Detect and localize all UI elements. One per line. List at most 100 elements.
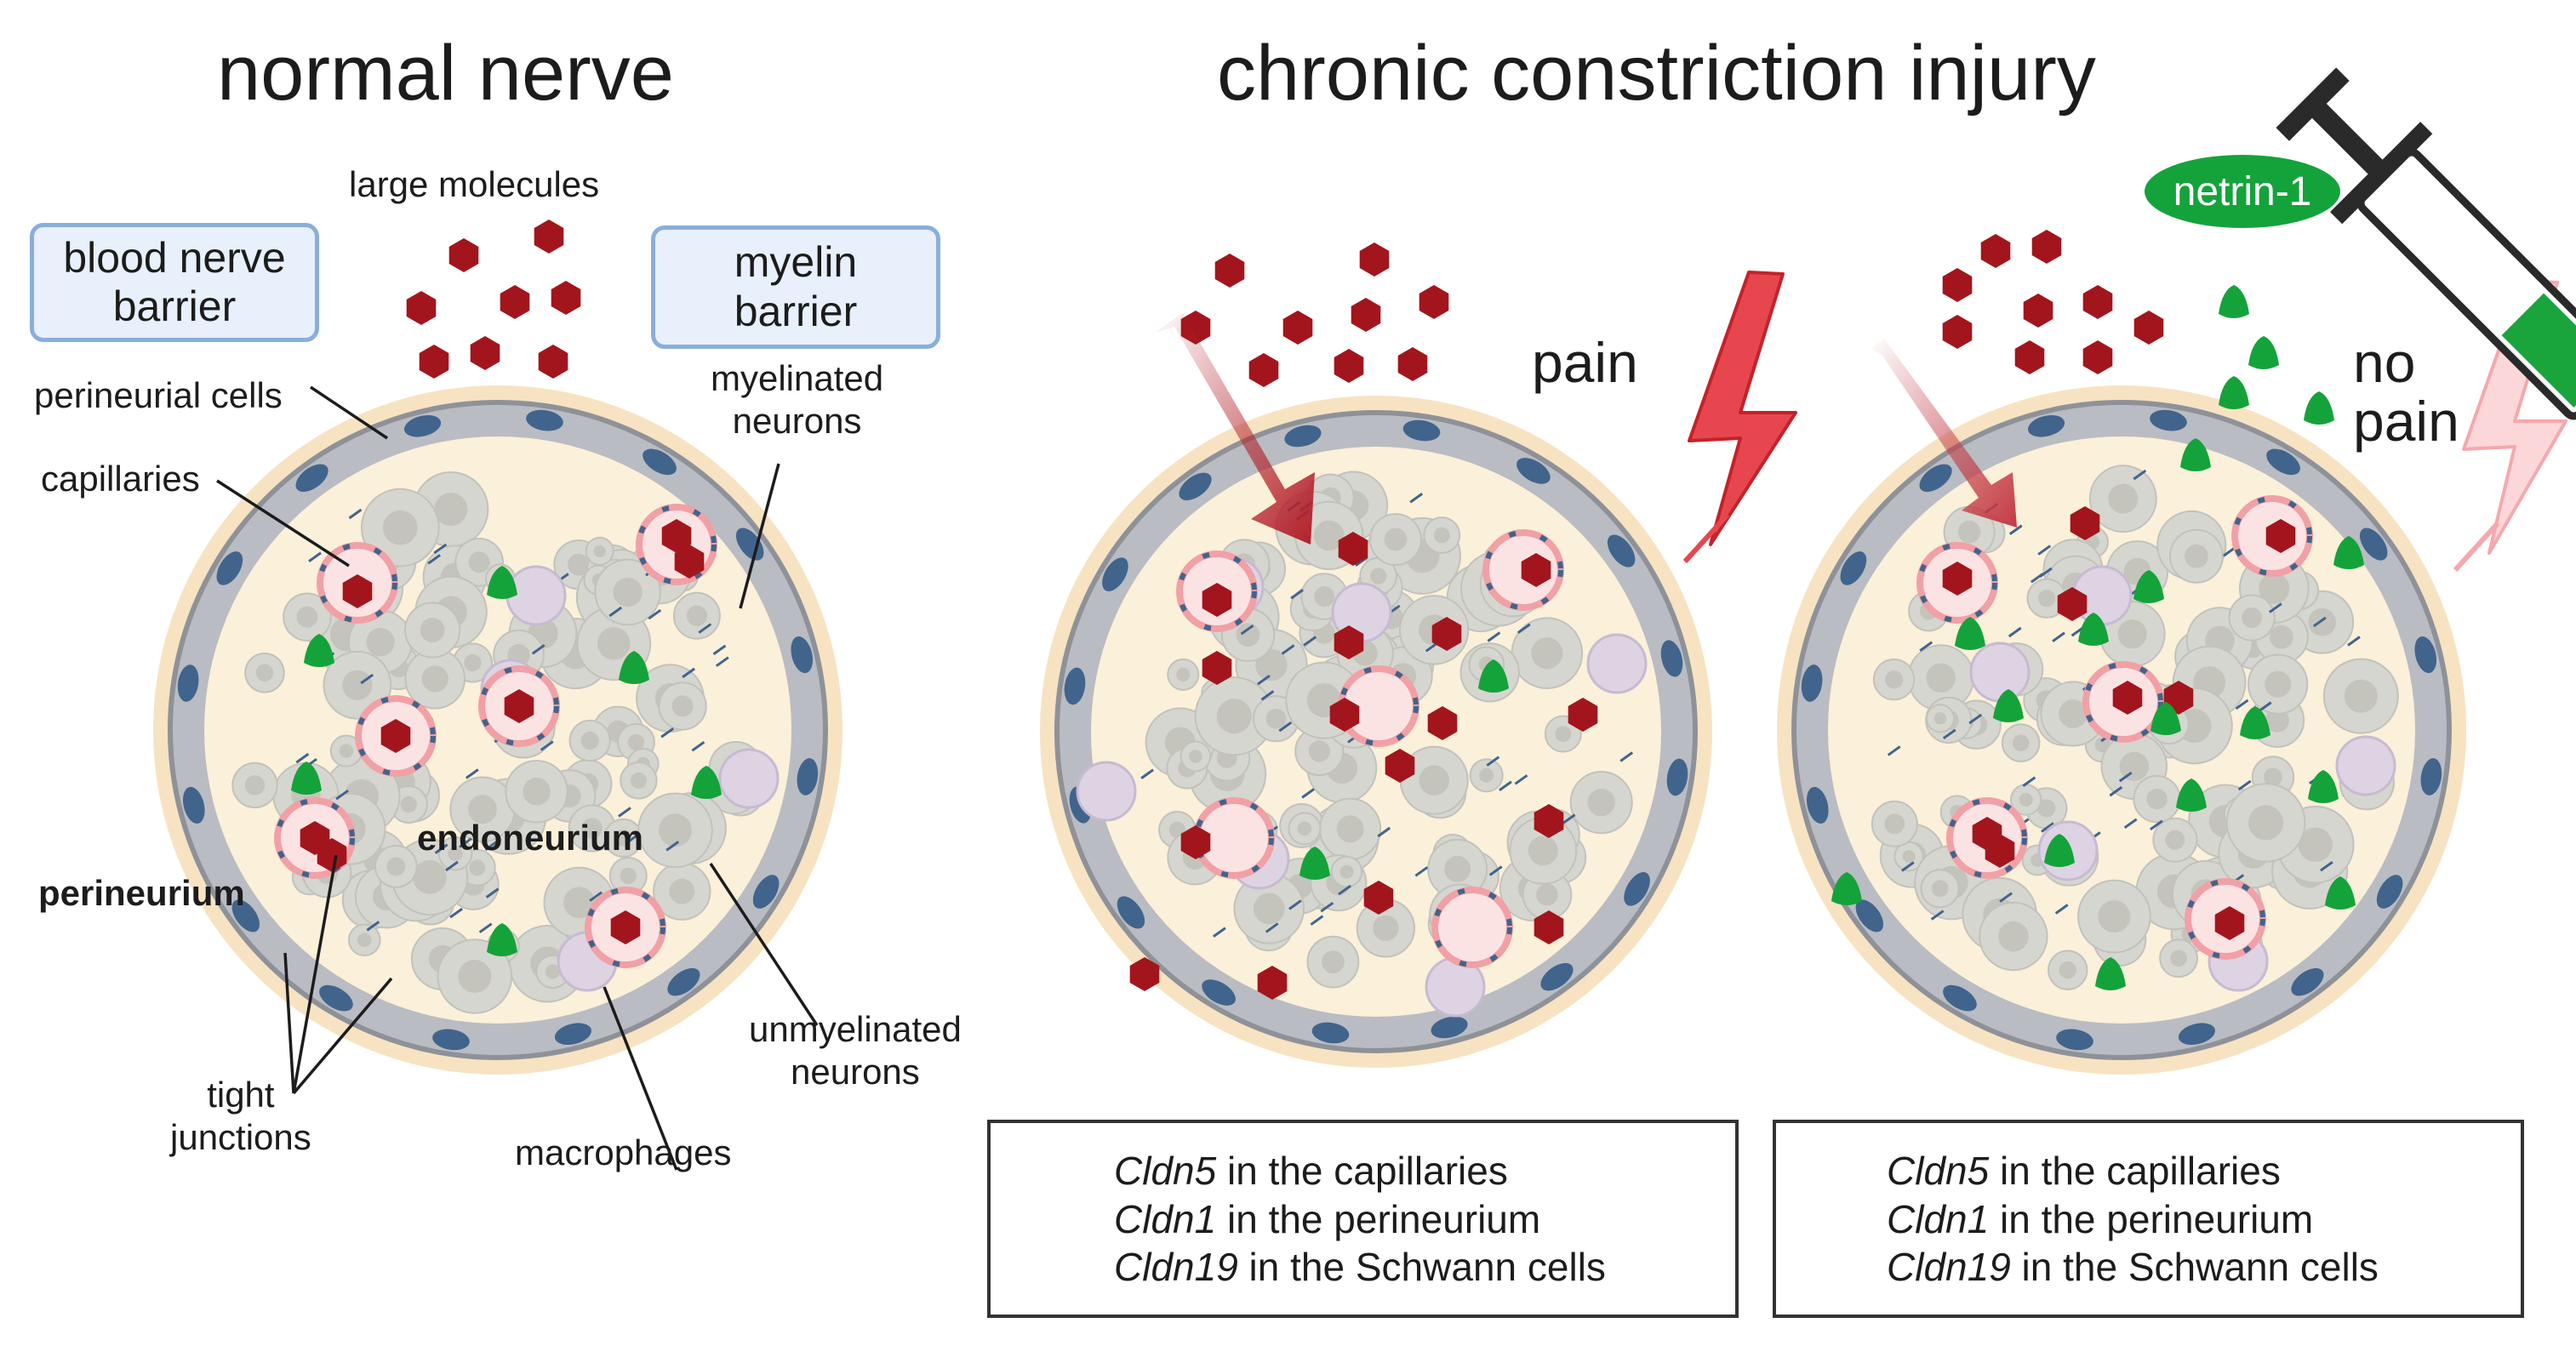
label-pain: pain [1532,331,1638,394]
perineurial-nucleus [1840,551,1867,585]
perineurial-nucleus [2150,409,2187,431]
macrophage [1969,642,2031,703]
netrin-drop-icon [2180,438,2211,471]
label-large-molecules: large molecules [349,164,600,204]
neuron-axon [1884,813,1905,835]
capillary-junctions [317,543,397,623]
neuron [437,938,513,1014]
tight-junction-mark [2133,469,2147,481]
tight-junction-mark [427,554,442,565]
neuron-axon [2012,734,2030,751]
tight-junction-mark [445,860,459,872]
perineurial-nucleus [1311,1022,1350,1044]
perineurial-nucleus [231,899,260,933]
tight-junction-mark [1310,915,1324,926]
hexagon-icon [406,291,437,325]
tight-junction-mark [712,644,727,656]
netrin-drop-icon [2150,702,2181,735]
hexagon-icon [1334,625,1364,659]
label-endoneurium: endoneurium [417,818,644,858]
tight-junction-mark [691,740,705,752]
neuron-axon [1884,670,1904,689]
perineurial-nucleus [1117,896,1145,929]
hexagon-icon [1129,957,1160,991]
legend-item: Cldn19 in the Schwann cells [1887,1243,2379,1292]
label-line-2: pain [2353,390,2459,453]
neuron [404,648,466,710]
tight-junction-mark [295,752,310,764]
perineurial-nucleus [1801,664,1823,702]
neuron-axon [1339,864,1354,879]
perineurial-nucleus [2414,636,2437,674]
gene-location: in the Schwann cells [1237,1245,1606,1290]
legend-items: Cldn5 in the capillaries Cldn1 in the pe… [1887,1147,2379,1292]
tight-junction-mark [1338,884,1351,896]
neuron [1871,800,1918,847]
tight-junction-mark [2030,572,2044,584]
hexagon-icon [2082,285,2113,319]
neuron-axon [468,795,497,824]
perineurial-nucleus [177,664,199,702]
capillary-junctions [2232,496,2312,576]
neuron-axon [2165,830,2185,850]
label-perineurium: perineurium [38,873,245,913]
neuron-axon [1176,667,1191,682]
neuron [1920,869,1960,909]
neuron [2048,950,2088,990]
netrin-drop-icon [2044,834,2075,867]
tight-junction-mark [531,644,545,655]
netrin-drops [291,285,2364,990]
perineurial-nucleus [2028,414,2065,437]
box-line-2: barrier [734,287,858,335]
hexagon-icon [1359,242,1390,277]
neuron-axon [1926,663,1956,693]
neuron-axon [2098,900,2131,933]
netrin-drop-icon [291,761,322,795]
neuron [2228,594,2276,642]
neuron-axon [671,695,694,717]
hexagon-icon [2133,311,2164,345]
tight-junction-mark [715,656,729,667]
perineurial-nucleus [182,786,205,824]
neuron-axon [1933,712,1947,725]
neuron-axon [1587,788,1615,817]
tight-junction-mark [589,891,603,902]
hexagon-icon [504,689,534,723]
neuron-axon [2344,679,2378,713]
tight-junction-mark [1488,865,1503,876]
neuron [568,719,611,762]
netrin-drop-icon [2248,336,2279,369]
neuron [2159,938,2198,978]
neuron-axon [2242,607,2263,629]
neuron-axon [2108,483,2139,514]
neuron [594,558,661,626]
neuron-axon [2248,805,2284,841]
neuron-axon [2184,544,2208,568]
neuron [2001,723,2041,762]
hexagon-icon [1942,268,1973,302]
hexagon-icon [2265,519,2296,553]
hexagon-icon [1980,234,2011,268]
neuron-axon [563,887,596,919]
tight-junction-mark [2268,602,2282,613]
title-chronic-constriction-injury: chronic constriction injury [1217,30,2096,117]
neuron-axon [630,772,647,789]
perineurial-nucleus [1943,984,1977,1012]
tight-junction-mark [1499,780,1512,791]
gene-name: Cldn1 [1114,1196,1217,1241]
hexagon-icon [2023,294,2053,328]
hexagon-icon [1338,532,1368,566]
legend-item: Cldn19 in the Schwann cells [1114,1243,1606,1292]
tight-junction-mark [2041,822,2054,833]
capillary-junctions [1194,798,1274,878]
tight-junction-mark [449,907,463,919]
neuron [568,804,616,853]
hexagon-icon [448,238,479,272]
hexagon-icon [1534,804,1564,838]
capillary-junctions [1339,666,1419,746]
hexagon-icon [1568,698,1598,732]
gene-location: in the perineurium [1216,1196,1541,1241]
capillary-junctions [2185,879,2265,959]
perineurial-nucleus [752,875,780,909]
neuron-axon [1536,883,1558,906]
